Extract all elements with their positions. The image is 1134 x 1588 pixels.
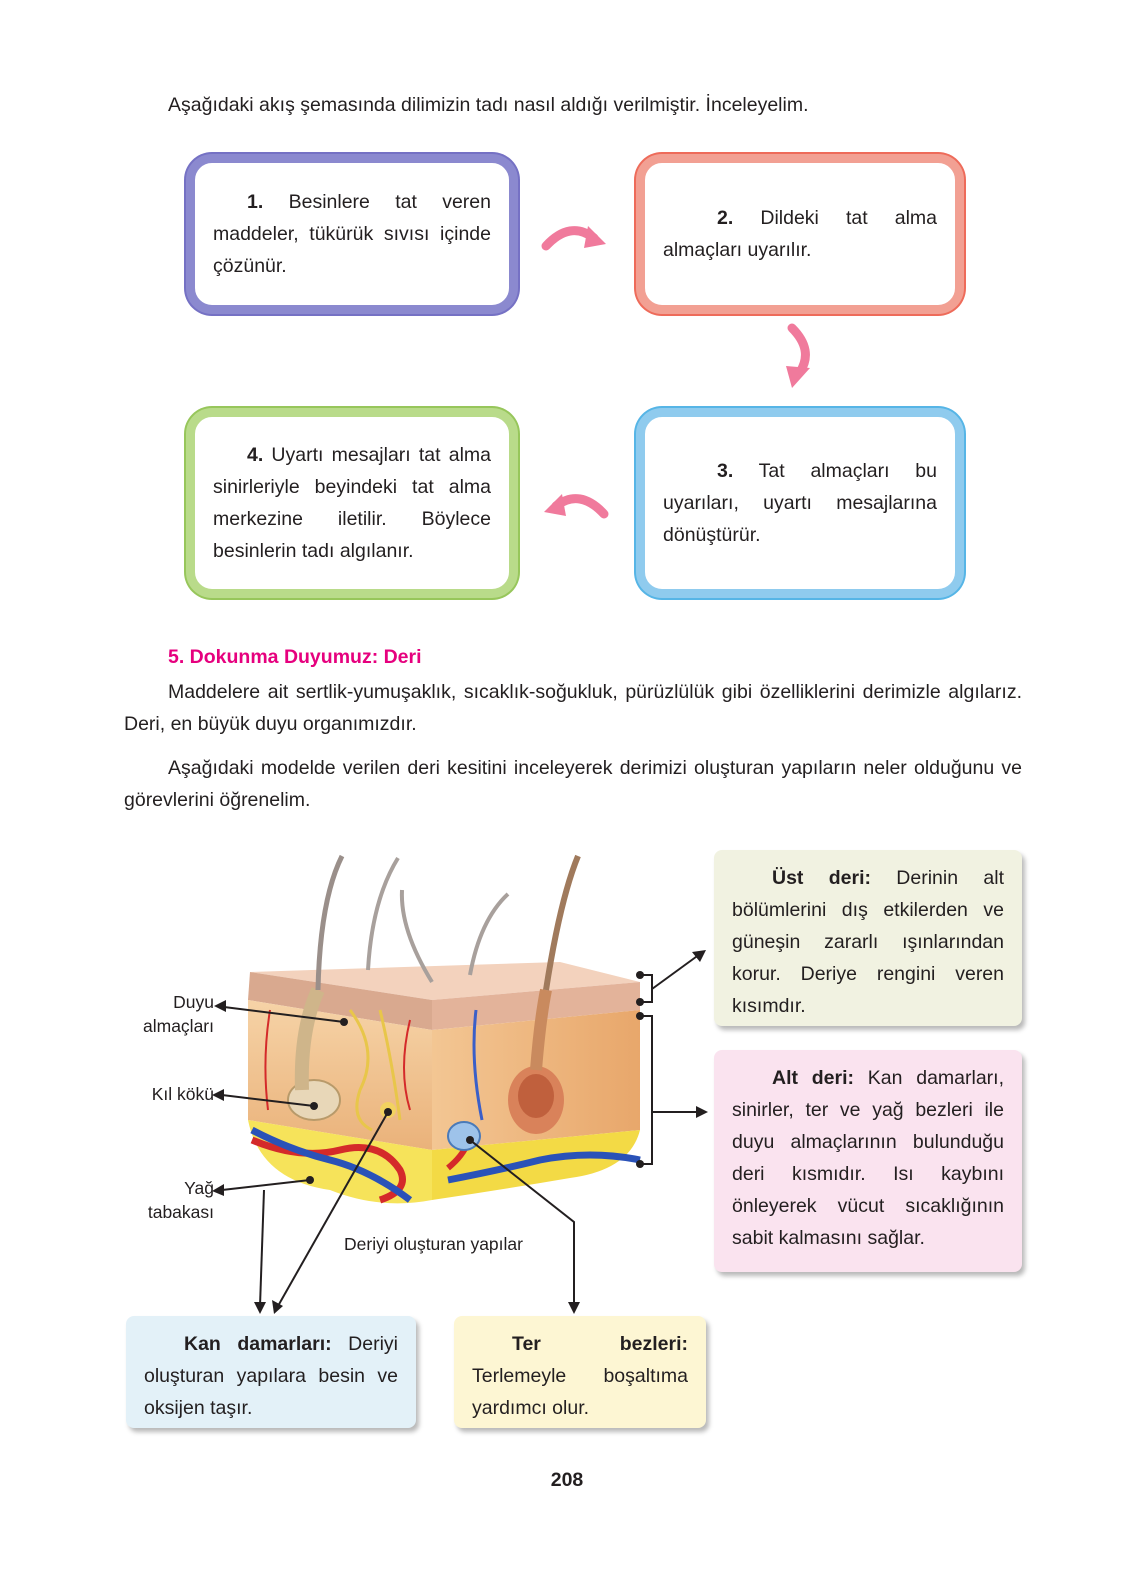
flow-step-4: 4. Uyartı mesajları tat alma sinirleriyl…	[186, 408, 518, 598]
flow-arrow-left-icon	[544, 494, 609, 519]
step-text: Besinlere tat veren maddeler, tükürük sı…	[213, 191, 491, 277]
paragraph-1: Maddelere ait sertlik-yumuşaklık, sıcakl…	[124, 681, 1022, 735]
paragraph-2: Aşağıdaki modelde verilen deri kesitini …	[124, 757, 1022, 811]
epidermis-side	[432, 982, 640, 1030]
label-yag-tabakasi: Yağ tabakası	[147, 1178, 214, 1222]
info-box-ust-deri: Üst deri: Derinin alt bölümlerini dış et…	[714, 850, 1022, 1026]
definition: Kan damarları, sinirler, ter ve yağ bezl…	[732, 1067, 1005, 1249]
term: Üst deri:	[772, 867, 871, 889]
flow-step-3: 3. Tat almaçları bu uyarıları, uyartı me…	[636, 408, 964, 598]
step-text: Uyartı mesajları tat alma sinirleriyle b…	[213, 444, 491, 562]
step-number: 2.	[717, 207, 734, 229]
definition: Terlemeyle boşaltıma yardımcı olur.	[472, 1365, 688, 1419]
step-number: 4.	[247, 444, 264, 466]
info-box-ter-bezleri: Ter bezleri: Terlemeyle boşaltıma yardım…	[454, 1316, 706, 1428]
definition: Derinin alt bölümlerini dış etkilerden v…	[732, 867, 1004, 1017]
step-number: 3.	[717, 460, 734, 482]
term: Alt deri:	[772, 1067, 855, 1089]
fat-layer-side	[432, 1130, 640, 1200]
term: Kan damarları:	[184, 1333, 332, 1355]
info-box-alt-deri: Alt deri: Kan damarları, sinirler, ter v…	[714, 1050, 1022, 1272]
info-box-kan-damarlari: Kan damarları: Deriyi oluşturan yapılara…	[126, 1316, 416, 1428]
epidermis-top	[250, 962, 640, 1000]
step-number: 1.	[247, 191, 264, 213]
term: Ter bezleri:	[512, 1333, 688, 1355]
flow-step-2: 2. Dildeki tat alma almaçları uyarılır.	[636, 154, 964, 314]
diagram-caption: Deriyi oluşturan yapılar	[344, 1234, 523, 1254]
epidermis-front	[248, 972, 432, 1030]
label-duyu-almaclari: Duyu almaçları	[143, 992, 214, 1036]
flow-arrow-down-icon	[786, 323, 810, 388]
definition: Deriyi oluşturan yapılara besin ve oksij…	[144, 1333, 398, 1419]
step-text: Dildeki tat alma almaçları uyarılır.	[663, 207, 937, 261]
label-kil-koku: Kıl kökü	[151, 1084, 214, 1104]
flow-step-1: 1. Besinlere tat veren maddeler, tükürük…	[186, 154, 518, 314]
section-title: 5. Dokunma Duyumuz: Deri	[168, 646, 422, 668]
flow-arrow-right-icon	[541, 226, 606, 251]
intro-text: Aşağıdaki akış şemasında dilimizin tadı …	[168, 94, 809, 116]
page-number: 208	[550, 1469, 584, 1491]
step-text: Tat almaçları bu uyarıları, uyartı mesaj…	[663, 460, 937, 546]
